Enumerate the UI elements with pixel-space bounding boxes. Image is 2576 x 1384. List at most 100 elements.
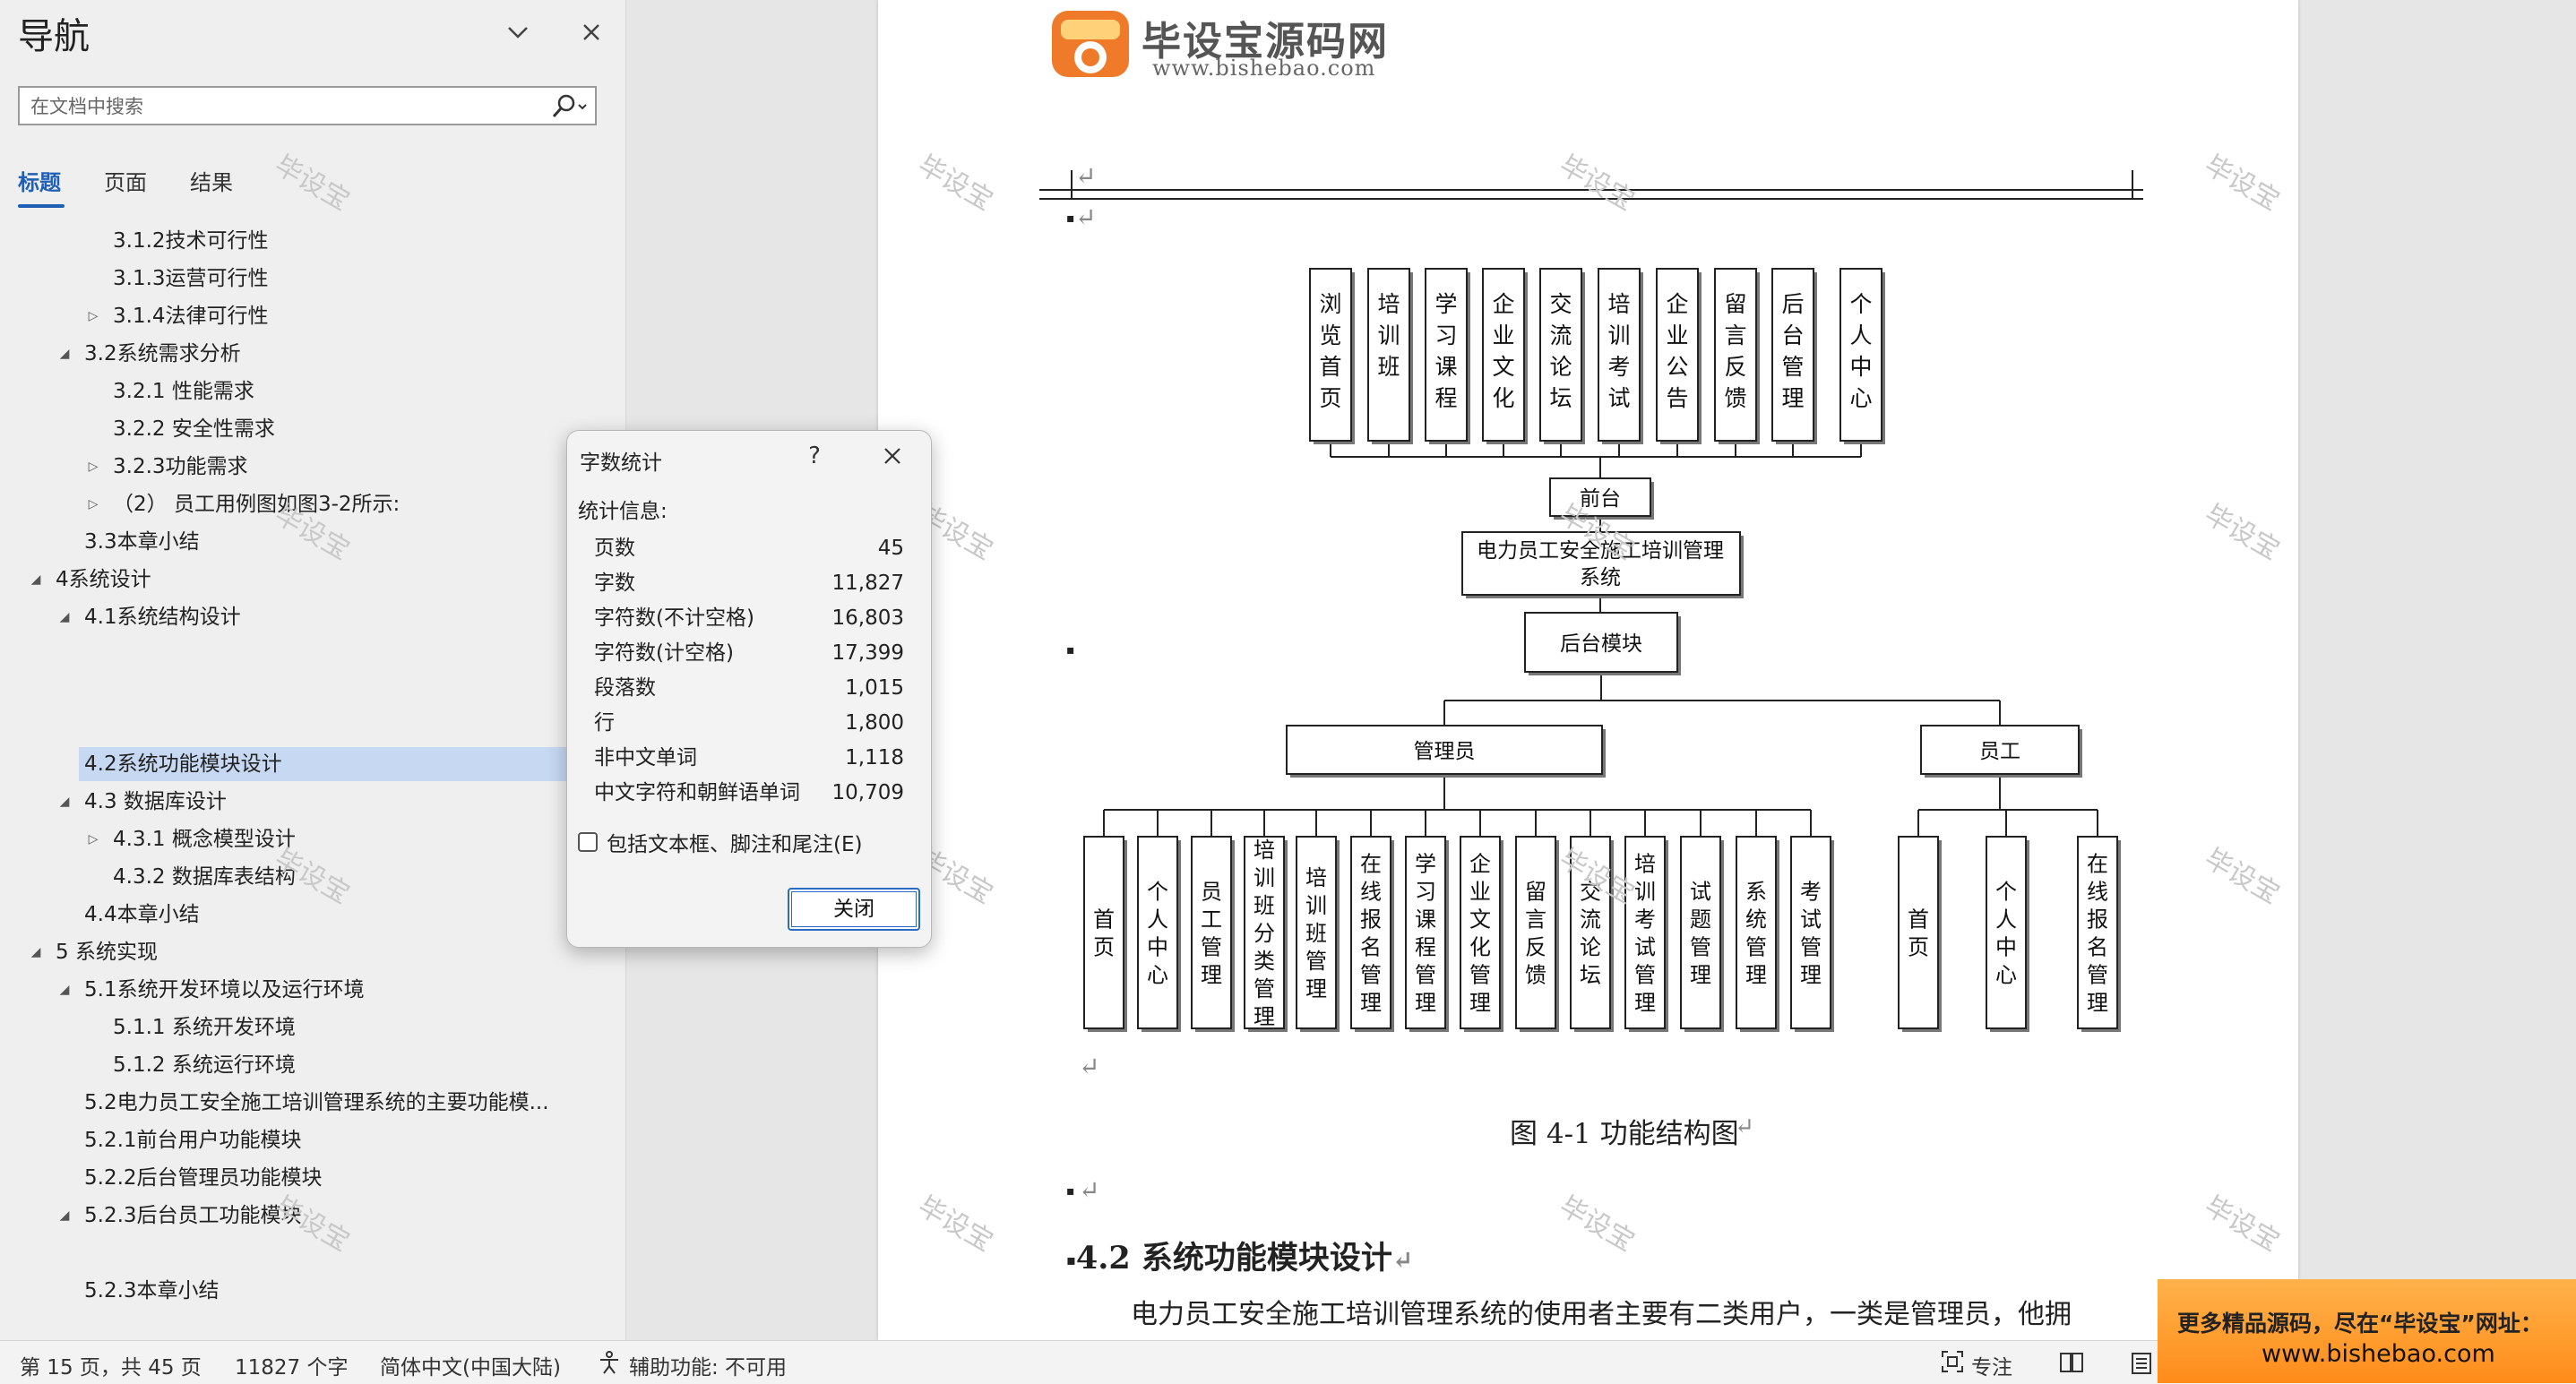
nav-heading-label: 3.2.2 安全性需求 xyxy=(113,417,275,441)
nav-heading-item[interactable]: 4.1系统结构设计 xyxy=(84,600,241,634)
nav-heading-item[interactable]: 3.3本章小结 xyxy=(84,525,200,559)
admin-module-label: 论 xyxy=(1580,935,1601,960)
page-count[interactable]: 第 15 页，共 45 页 xyxy=(20,1356,202,1380)
admin-module-label: 页 xyxy=(1093,935,1115,960)
expand-triangle-icon[interactable]: ◢ xyxy=(59,983,70,997)
staff-module-label: 理 xyxy=(2087,991,2108,1016)
front-box xyxy=(1549,477,1651,517)
language-indicator[interactable]: 简体中文(中国大陆) xyxy=(380,1356,561,1380)
word-count[interactable]: 11827 个字 xyxy=(235,1356,349,1380)
nav-heading-item[interactable]: 5.2电力员工安全施工培训管理系统的主要功能模... xyxy=(84,1086,549,1120)
nav-heading-item[interactable]: 5.2.3后台员工功能模块 xyxy=(84,1199,302,1233)
expand-triangle-icon[interactable]: ◢ xyxy=(59,795,70,809)
nav-heading-item[interactable]: 5.1系统开发环境以及运行环境 xyxy=(84,973,365,1007)
nav-heading-item[interactable]: 4.3.1 概念模型设计 xyxy=(113,822,296,856)
front-module-label: 培 xyxy=(1377,291,1400,317)
nav-heading-item[interactable]: 4.3 数据库设计 xyxy=(84,785,227,819)
admin-module-label: 课 xyxy=(1415,907,1436,933)
nav-heading-item[interactable]: 3.2.3功能需求 xyxy=(113,450,248,484)
nav-heading-item[interactable]: 4.2系统功能模块设计 xyxy=(79,747,573,781)
front-module-box xyxy=(1309,268,1352,442)
nav-heading-item[interactable]: （2） 员工用例图如图3-2所示: xyxy=(113,487,400,521)
nav-heading-item[interactable]: 3.2.1 性能需求 xyxy=(113,374,254,408)
admin-module-label: 管 xyxy=(1634,963,1656,988)
focus-button[interactable]: 专注 xyxy=(1971,1356,2012,1380)
search-icon[interactable] xyxy=(547,91,590,122)
system-box-label: 系统 xyxy=(1580,566,1621,589)
tab-headings[interactable]: 标题 xyxy=(18,170,61,195)
admin-module-label: 管 xyxy=(1690,935,1711,960)
close-button[interactable]: 关闭 xyxy=(788,888,920,931)
collapse-triangle-icon[interactable]: ▷ xyxy=(88,460,99,474)
admin-module-label: 统 xyxy=(1745,907,1767,933)
admin-module-label: 管 xyxy=(1360,963,1382,988)
front-module-label: 业 xyxy=(1666,322,1688,348)
nav-heading-item[interactable]: 3.2.2 安全性需求 xyxy=(113,412,275,446)
system-box-label: 电力员工安全施工培训管理 xyxy=(1477,539,1724,563)
accessibility-status[interactable]: 辅助功能: 不可用 xyxy=(629,1356,788,1380)
expand-triangle-icon[interactable]: ◢ xyxy=(59,1208,70,1223)
staff-module-label: 线 xyxy=(2087,880,2108,905)
nav-heading-item[interactable]: 4系统设计 xyxy=(56,563,151,597)
staff-module-label: 人 xyxy=(1995,907,2017,933)
nav-heading-item[interactable]: 3.1.2技术可行性 xyxy=(113,224,269,258)
nav-heading-item[interactable]: 5 系统实现 xyxy=(56,935,158,969)
admin-module-box xyxy=(1350,836,1391,1029)
collapse-triangle-icon[interactable]: ▷ xyxy=(88,497,99,511)
front-module-label: 浏 xyxy=(1319,291,1341,317)
nav-heading-item[interactable]: 5.1.2 系统运行环境 xyxy=(113,1048,296,1082)
nav-heading-item[interactable]: 5.2.1前台用户功能模块 xyxy=(84,1123,302,1157)
staff-module-label: 首 xyxy=(1908,907,1929,933)
admin-module-label: 管 xyxy=(1745,935,1767,960)
admin-module-label: 文 xyxy=(1469,907,1491,933)
backend-box xyxy=(1524,612,1678,673)
front-module-label: 程 xyxy=(1434,385,1457,411)
collapse-triangle-icon[interactable]: ▷ xyxy=(88,309,99,323)
nav-heading-item[interactable]: 3.2系统需求分析 xyxy=(84,337,241,371)
print-layout-icon[interactable] xyxy=(2131,1352,2152,1375)
nav-heading-item[interactable]: 4.3.2 数据库表结构 xyxy=(113,860,296,894)
nav-heading-item[interactable]: 4.4本章小结 xyxy=(84,898,200,932)
nav-heading-item[interactable]: 5.2.3本章小结 xyxy=(84,1274,220,1308)
expand-triangle-icon[interactable]: ◢ xyxy=(30,945,41,959)
admin-module-label: 报 xyxy=(1360,907,1382,933)
tab-results[interactable]: 结果 xyxy=(190,170,233,195)
front-module-label: 化 xyxy=(1492,385,1514,411)
accessibility-icon[interactable] xyxy=(597,1350,622,1375)
include-textboxes-checkbox[interactable] xyxy=(578,832,598,852)
read-mode-icon[interactable] xyxy=(2059,1352,2084,1373)
front-module-label: 学 xyxy=(1434,291,1457,317)
staff-module-box xyxy=(1898,836,1939,1029)
promo-banner[interactable]: 更多精品源码，尽在“毕设宝”网址： www.bishebao.com xyxy=(2158,1279,2576,1383)
tab-pages[interactable]: 页面 xyxy=(104,170,147,195)
front-module-label: 训 xyxy=(1607,322,1630,348)
expand-triangle-icon[interactable]: ◢ xyxy=(59,610,70,624)
nav-heading-item[interactable]: 5.2.2后台管理员功能模块 xyxy=(84,1161,323,1195)
chevron-down-icon[interactable] xyxy=(500,14,536,50)
nav-heading-item[interactable]: 3.1.3运营可行性 xyxy=(113,262,269,296)
admin-module-box xyxy=(1515,836,1556,1029)
admin-module-label: 考 xyxy=(1800,880,1822,905)
expand-triangle-icon[interactable]: ◢ xyxy=(30,572,41,587)
front-module-label: 台 xyxy=(1781,322,1804,348)
front-module-box xyxy=(1598,268,1641,442)
close-icon[interactable] xyxy=(872,438,913,474)
front-module-label: 考 xyxy=(1607,354,1630,380)
close-icon[interactable] xyxy=(573,14,609,50)
front-module-label: 馈 xyxy=(1724,385,1746,411)
admin-module-box xyxy=(1570,836,1611,1029)
promo-url[interactable]: www.bishebao.com xyxy=(2262,1340,2495,1368)
focus-icon[interactable] xyxy=(1941,1350,1964,1373)
admin-module-label: 训 xyxy=(1305,893,1327,918)
help-button[interactable]: ? xyxy=(808,443,821,469)
nav-title: 导航 xyxy=(18,16,90,57)
collapse-triangle-icon[interactable]: ▷ xyxy=(88,832,99,847)
admin-module-label: 业 xyxy=(1469,880,1491,905)
search-input[interactable] xyxy=(20,88,534,125)
front-module-label: 人 xyxy=(1849,322,1872,348)
nav-heading-item[interactable]: 5.1.1 系统开发环境 xyxy=(113,1010,296,1044)
expand-triangle-icon[interactable]: ◢ xyxy=(59,347,70,361)
nav-heading-item[interactable]: 3.1.4法律可行性 xyxy=(113,299,269,333)
